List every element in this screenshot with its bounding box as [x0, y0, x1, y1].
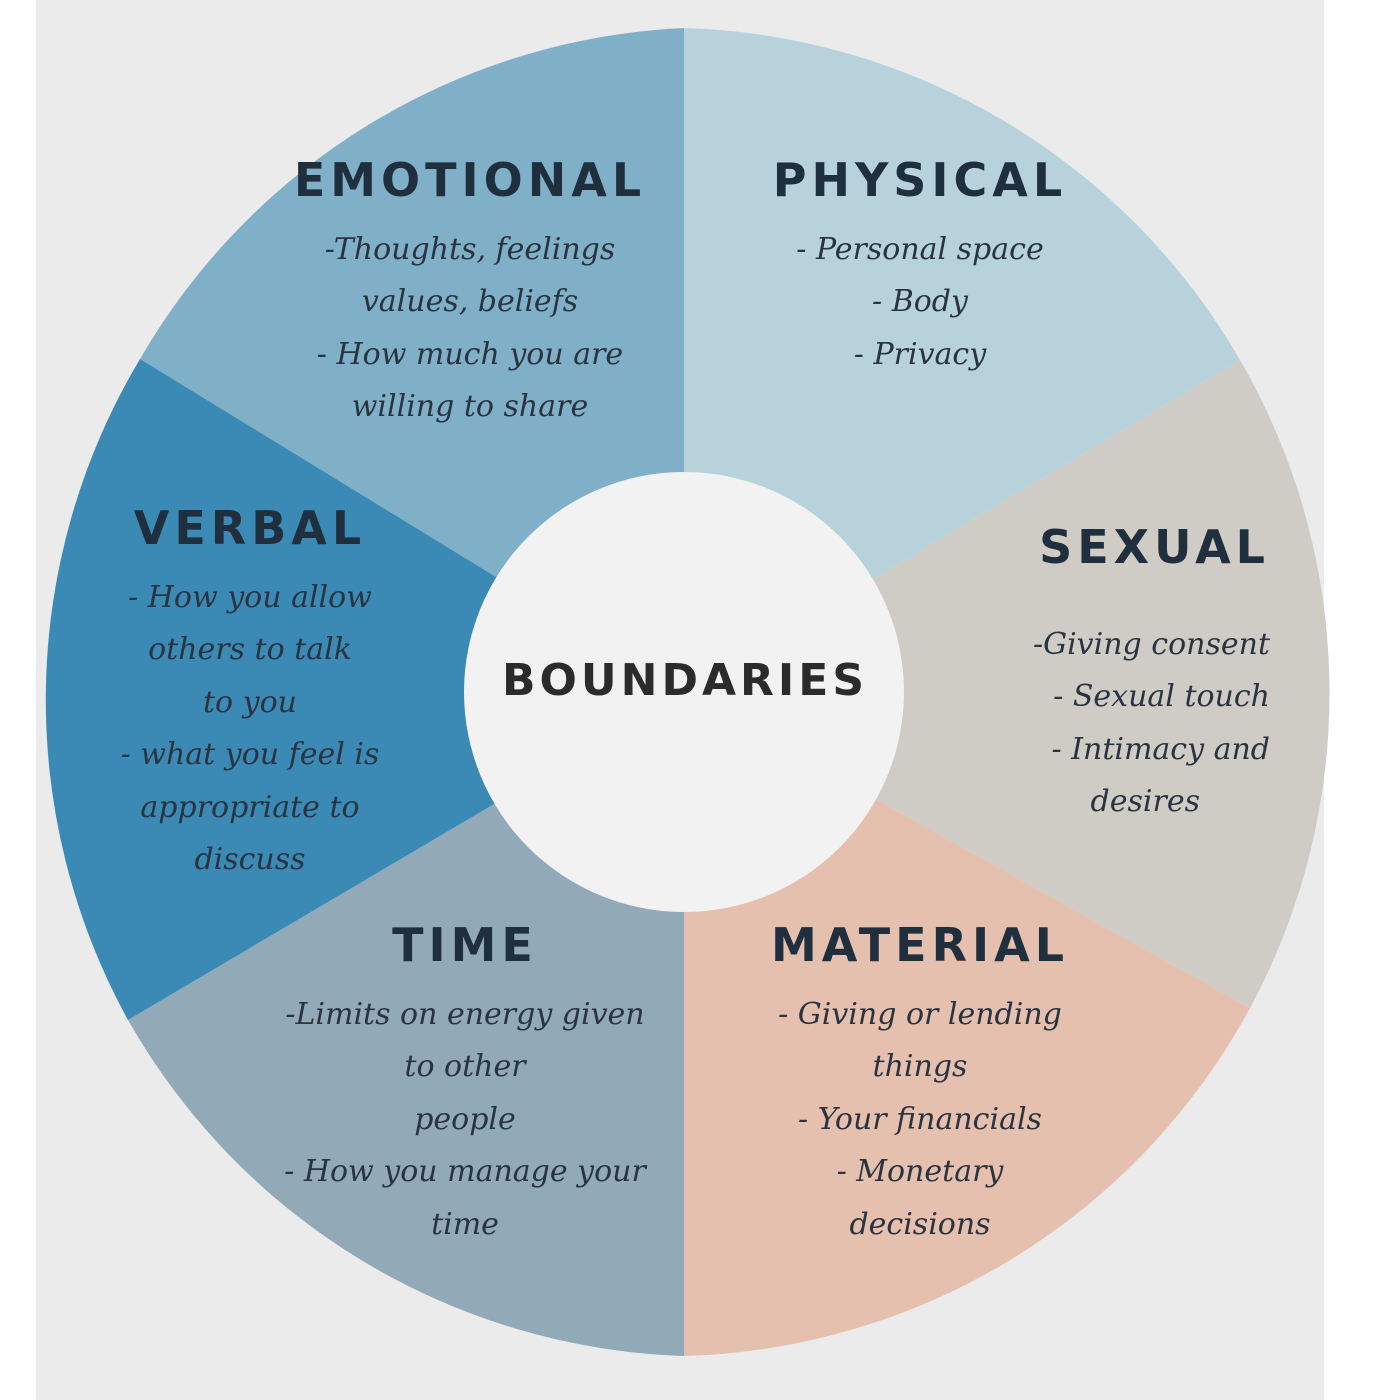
section-title-time: TIME [392, 918, 538, 972]
list-item: - Sexual touch [1053, 679, 1270, 715]
list-item: desires [1090, 784, 1200, 820]
list-item: - Intimacy and [1051, 731, 1270, 767]
list-item: - Body [872, 284, 968, 320]
section-time: TIME -Limits on energy given to other pe… [230, 920, 700, 1251]
section-verbal: VERBAL - How you allow others to talk to… [60, 503, 440, 887]
section-title-physical: PHYSICAL [772, 153, 1068, 207]
list-item: -Limits on energy given [285, 996, 645, 1032]
segment-verbal [45, 359, 685, 1020]
list-item: time [431, 1206, 499, 1242]
list-item: things [872, 1049, 968, 1085]
list-item: appropriate to [140, 789, 360, 825]
list-item: - How you allow [128, 579, 372, 615]
list-item: -Thoughts, feelings [324, 231, 616, 267]
list-item: - Giving or lending [778, 996, 1062, 1032]
list-item: willing to share [351, 389, 589, 425]
section-items-material: - Giving or lending things - Your financ… [715, 989, 1125, 1252]
list-item: discuss [194, 842, 306, 878]
list-item: - How much you are [316, 336, 624, 372]
list-item: to you [203, 684, 297, 720]
section-sexual: SEXUAL -Giving consent - Sexual touch - … [940, 522, 1270, 829]
section-title-verbal: VERBAL [133, 501, 367, 555]
list-item: - Privacy [853, 336, 987, 372]
section-title-emotional: EMOTIONAL [293, 153, 647, 207]
section-material: MATERIAL - Giving or lending things - Yo… [715, 920, 1125, 1251]
list-item: - How you manage your [284, 1154, 646, 1190]
section-items-physical: - Personal space - Body - Privacy [715, 224, 1125, 382]
list-item: to other [404, 1049, 526, 1085]
section-items-time: -Limits on energy given to other people … [230, 989, 700, 1252]
list-item: others to talk [148, 632, 352, 668]
list-item: -Giving consent [1032, 626, 1270, 662]
list-item: decisions [849, 1206, 991, 1242]
section-items-verbal: - How you allow others to talk to you - … [60, 572, 440, 887]
list-item: - Your financials [798, 1101, 1042, 1137]
section-emotional: EMOTIONAL -Thoughts, feelings values, be… [240, 155, 700, 434]
segment-sexual [684, 360, 1330, 1008]
list-item: - Monetary [836, 1154, 1004, 1190]
section-items-sexual: -Giving consent - Sexual touch - Intimac… [940, 619, 1270, 829]
center-label: BOUNDARIES [501, 655, 869, 706]
list-item: values, beliefs [361, 284, 579, 320]
section-title-sexual: SEXUAL [1039, 520, 1270, 574]
section-physical: PHYSICAL - Personal space - Body - Priva… [715, 155, 1125, 381]
center-circle [464, 472, 904, 912]
list-item: people [414, 1101, 516, 1137]
section-title-material: MATERIAL [770, 918, 1070, 972]
list-item: - Personal space [796, 231, 1044, 267]
section-items-emotional: -Thoughts, feelings values, beliefs - Ho… [240, 224, 700, 434]
list-item: - what you feel is [120, 737, 380, 773]
